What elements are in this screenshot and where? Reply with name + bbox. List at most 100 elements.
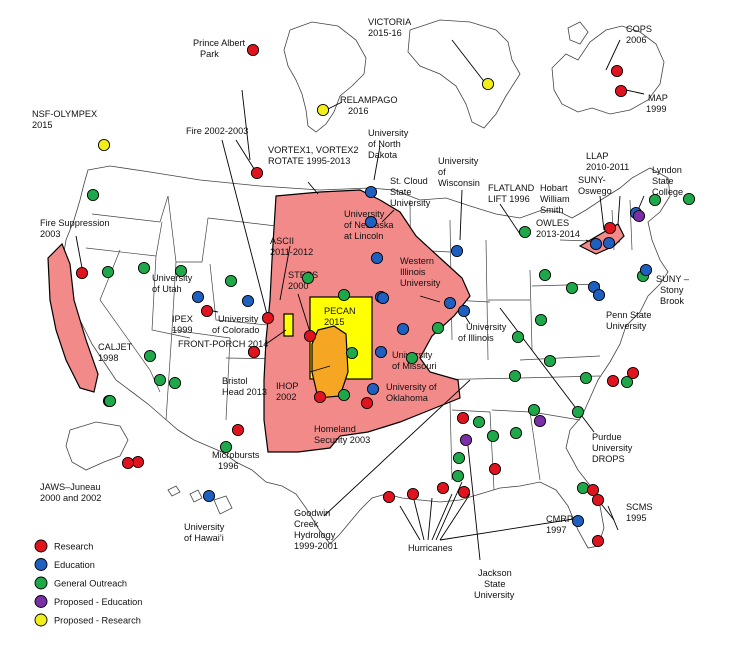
legend-label-outreach: General Outreach bbox=[54, 579, 127, 589]
marker-gulf-2 bbox=[406, 487, 420, 501]
marker-michigan bbox=[518, 225, 532, 239]
marker-south-dakota bbox=[301, 271, 315, 285]
leader-lines bbox=[75, 39, 645, 561]
marker-colorado bbox=[241, 294, 255, 308]
marker-georgia-2 bbox=[527, 403, 541, 417]
marker-jackson bbox=[459, 433, 473, 447]
marker-gulf-3 bbox=[382, 490, 396, 504]
marker-tennessee bbox=[508, 369, 522, 383]
marker-penn-state bbox=[592, 288, 606, 302]
marker-wisconsin bbox=[450, 244, 464, 258]
marker-minnesota bbox=[370, 251, 384, 265]
marker-fire-suppression bbox=[75, 266, 89, 280]
legend-swatch-outreach bbox=[34, 576, 48, 590]
marker-arizona bbox=[168, 376, 182, 390]
marker-california-south bbox=[103, 394, 117, 408]
legend-swatch-education bbox=[34, 558, 48, 571]
legend-label-proposed-education: Proposed - Education bbox=[54, 597, 142, 607]
marker-cops bbox=[610, 64, 624, 78]
marker-front-porch bbox=[261, 311, 275, 325]
marker-vermont bbox=[632, 209, 646, 223]
marker-nevada bbox=[143, 349, 157, 363]
caljet-region bbox=[47, 242, 99, 393]
campaign-regions bbox=[47, 189, 625, 453]
marker-homeland bbox=[360, 396, 374, 410]
marker-new-mexico bbox=[219, 440, 233, 454]
marker-hobart bbox=[589, 237, 603, 251]
marker-south-carolina bbox=[451, 469, 465, 483]
marker-microbursts bbox=[231, 423, 245, 437]
marker-maine bbox=[682, 192, 696, 206]
marker-illinois bbox=[457, 304, 471, 318]
legend-swatch-proposed-research bbox=[34, 613, 48, 627]
marker-gulf-5 bbox=[488, 462, 502, 476]
marker-suny-oswego bbox=[602, 236, 616, 250]
label-fire: Fire 2002-2003 bbox=[186, 126, 248, 136]
south-america-inset bbox=[283, 21, 367, 133]
marker-map bbox=[614, 84, 628, 98]
marker-texas bbox=[337, 388, 351, 402]
marker-north-dakota bbox=[364, 185, 378, 199]
marker-wyoming bbox=[224, 274, 238, 288]
front-porch-region bbox=[283, 313, 294, 337]
label-front-porch: FRONT-PORCH 2014 bbox=[178, 339, 268, 349]
marker-florida-edu bbox=[571, 514, 585, 528]
marker-western-illinois bbox=[443, 296, 457, 310]
marker-mississippi-outreach bbox=[452, 451, 466, 465]
marker-washington bbox=[86, 188, 100, 202]
africa-inset bbox=[407, 19, 521, 129]
marker-nebraska bbox=[337, 288, 351, 302]
legend-swatch-proposed-education bbox=[34, 595, 48, 608]
marker-alabama bbox=[472, 415, 486, 429]
marker-jaws-2 bbox=[121, 456, 135, 470]
marker-massachusetts bbox=[648, 193, 662, 207]
marker-pecan bbox=[345, 346, 359, 360]
label-suny-oswego: SUNY-Oswego bbox=[578, 175, 612, 196]
marker-st-cloud bbox=[364, 215, 378, 229]
marker-fire bbox=[250, 166, 264, 180]
marker-kansas bbox=[374, 345, 388, 359]
marker-kentucky bbox=[534, 313, 548, 327]
marker-florida bbox=[576, 481, 590, 495]
marker-ohio bbox=[538, 268, 552, 282]
marker-mississippi bbox=[456, 411, 470, 425]
marker-oregon bbox=[101, 265, 115, 279]
marker-west-virginia bbox=[543, 354, 557, 368]
marker-idaho bbox=[137, 261, 151, 275]
marker-carolina-2 bbox=[579, 371, 593, 385]
marker-pennsylvania bbox=[565, 281, 579, 295]
site-markers bbox=[75, 43, 696, 548]
marker-missouri bbox=[396, 322, 410, 336]
